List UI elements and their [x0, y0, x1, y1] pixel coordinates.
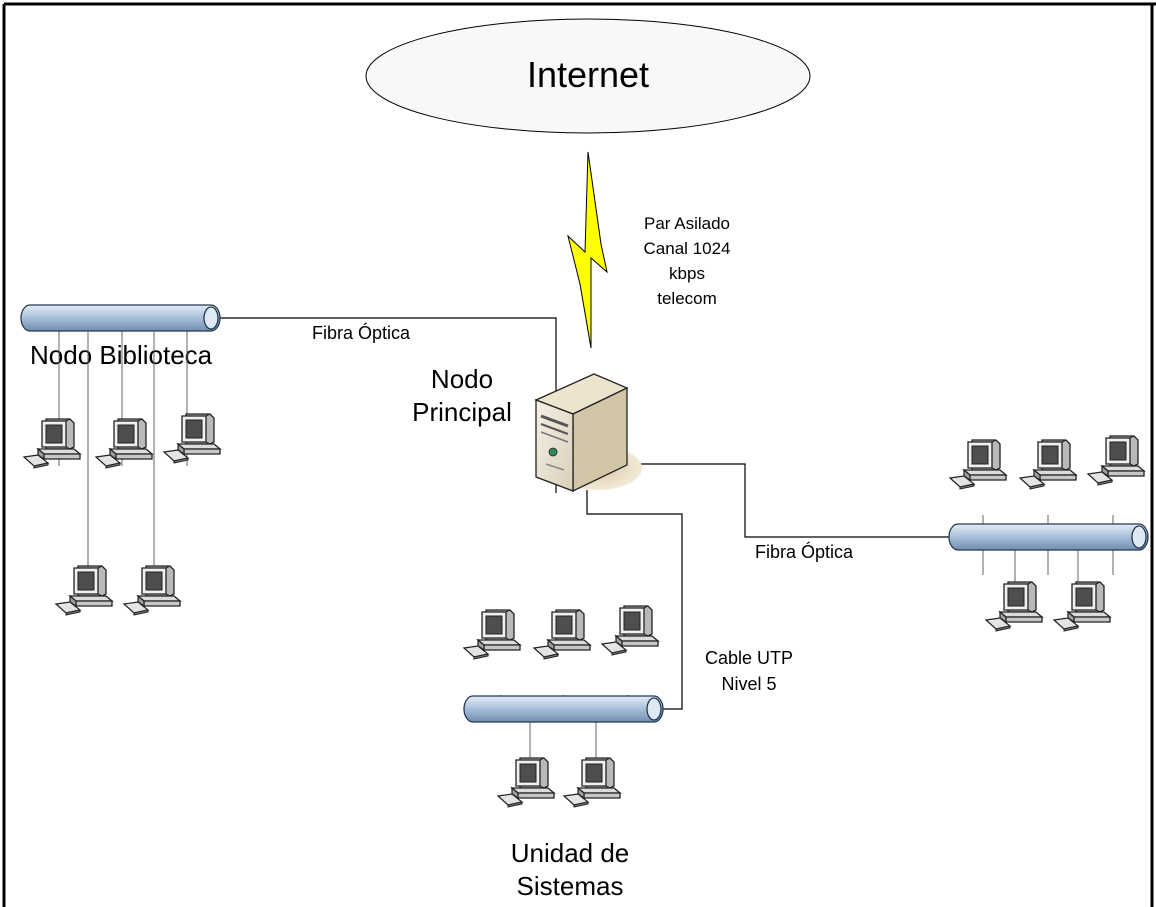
network-bus-icon: [463, 695, 664, 723]
nodo-principal-label-line2: Principal: [412, 397, 512, 427]
nodo-biblioteca-label: Nodo Biblioteca: [30, 340, 213, 370]
network-bus-icon: [20, 304, 221, 332]
nodo-principal-label-line1: Nodo: [431, 364, 493, 394]
desktop-computer-icon: [463, 609, 521, 660]
desktop-computer-icon: [533, 609, 591, 660]
fibra-optica-left-label: Fibra Óptica: [312, 322, 411, 343]
fibra-link-right: [617, 463, 956, 538]
desktop-computer-icon: [949, 439, 1007, 490]
desktop-computer-icon: [1019, 439, 1077, 490]
wan-link-label-line1: Par Asilado: [644, 214, 730, 233]
lightning-bolt-icon: [567, 151, 608, 349]
desktop-computer-icon: [1053, 581, 1111, 632]
wan-link-label-line4: telecom: [657, 289, 717, 308]
cable-utp-label-line1: Cable UTP: [705, 648, 793, 668]
utp-link-sistemas: [586, 490, 683, 710]
wan-link-label-line2: Canal 1024: [644, 239, 731, 258]
tower-server-icon: [534, 373, 642, 493]
biblioteca-lan: [20, 304, 221, 616]
desktop-computer-icon: [123, 565, 181, 616]
desktop-computer-icon: [95, 418, 153, 469]
unidad-sistemas-label-line1: Unidad de: [511, 838, 630, 868]
desktop-computer-icon: [55, 565, 113, 616]
desktop-computer-icon: [985, 581, 1043, 632]
wan-link-label-line3: kbps: [669, 264, 705, 283]
fibra-optica-right-label: Fibra Óptica: [755, 541, 854, 562]
unidad-sistemas-label-line2: Sistemas: [517, 871, 624, 901]
desktop-computer-icon: [163, 413, 221, 464]
desktop-computer-icon: [497, 757, 555, 808]
network-bus-icon: [948, 523, 1149, 551]
desktop-computer-icon: [23, 418, 81, 469]
cable-utp-label-line2: Nivel 5: [721, 674, 776, 694]
internet-label: Internet: [527, 54, 649, 95]
internet-ellipse: [365, 18, 811, 134]
desktop-computer-icon: [601, 605, 659, 656]
sistemas-lan: [463, 605, 664, 808]
desktop-computer-icon: [563, 757, 621, 808]
right-lan: [948, 435, 1149, 632]
desktop-computer-icon: [1087, 435, 1145, 486]
